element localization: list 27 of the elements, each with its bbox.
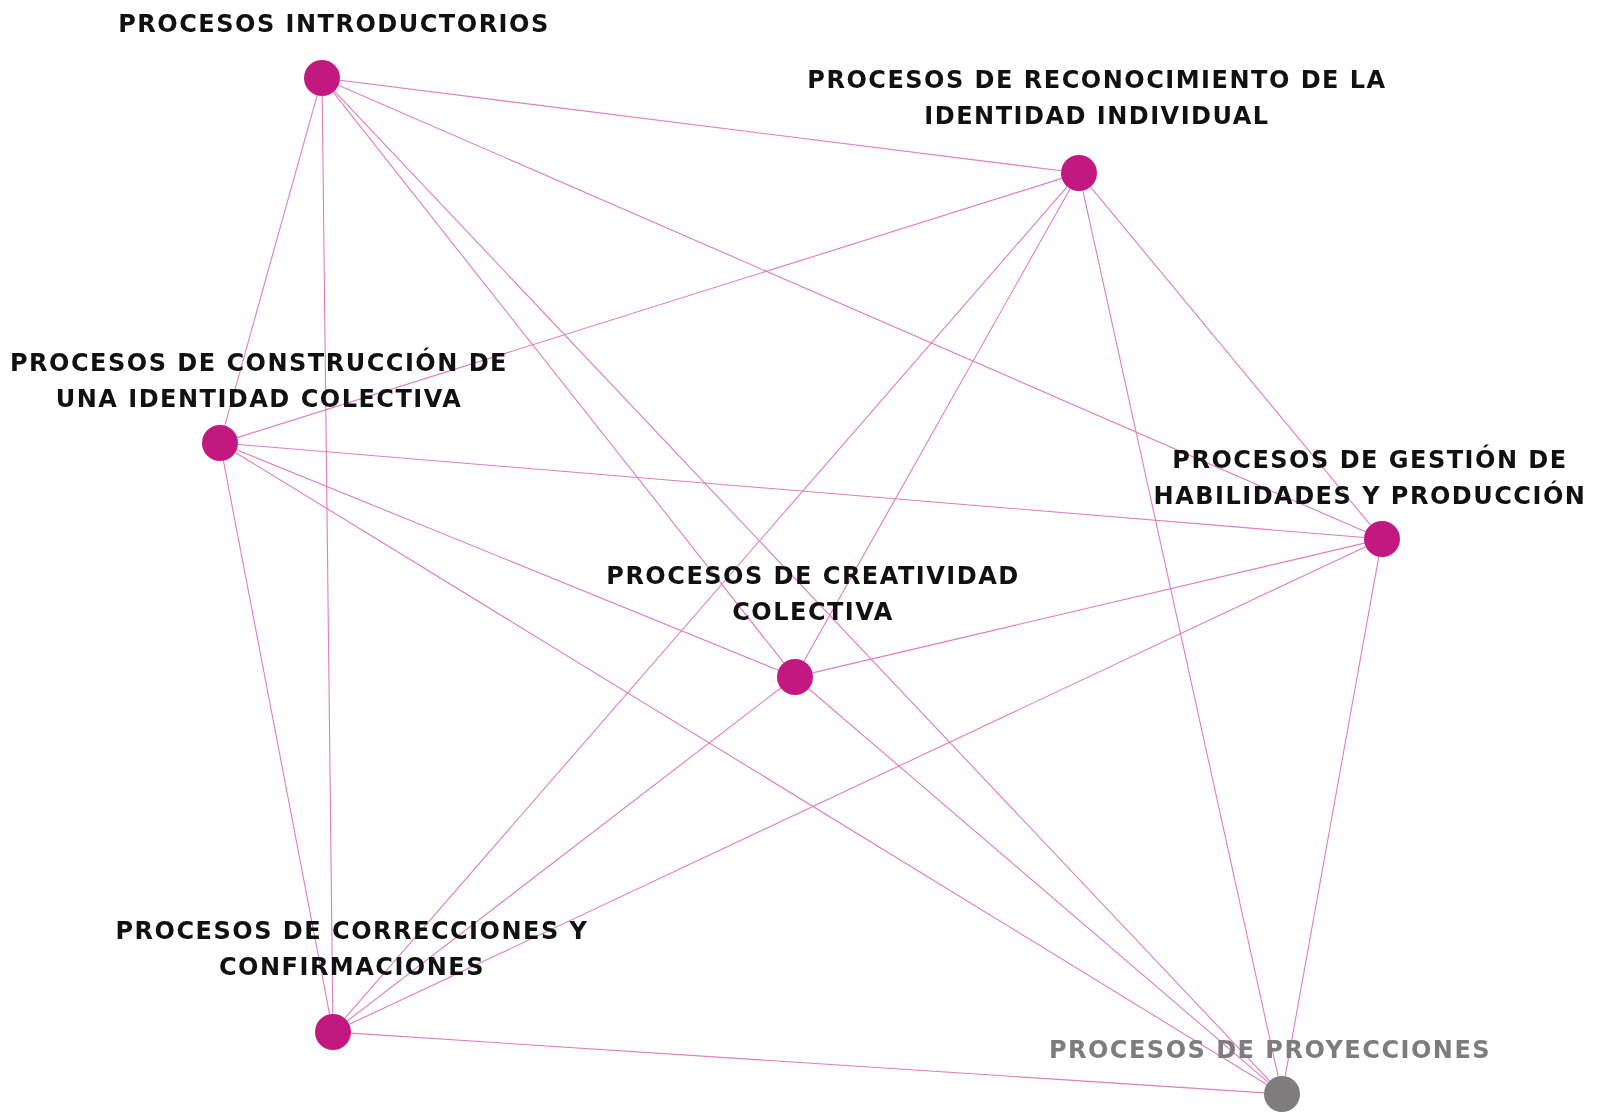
node-label: PROCESOS INTRODUCTORIOS	[117, 9, 551, 40]
connector-line	[350, 1032, 1265, 1094]
connector-line	[1082, 190, 1279, 1077]
connector-line	[344, 186, 1068, 1019]
connector-line	[1089, 186, 1372, 526]
node-label: PROCESOS DE GESTIÓN DE HABILIDADES Y PRODUCCIÓN	[1152, 443, 1588, 512]
connector-line	[236, 177, 1063, 439]
connector-line	[346, 687, 782, 1022]
connector-line	[1284, 556, 1380, 1077]
connector-line	[237, 443, 1365, 539]
connector-line	[224, 94, 318, 427]
connector-line	[332, 91, 785, 664]
connector-line	[337, 84, 1367, 533]
connector-line	[808, 688, 1269, 1083]
connector-line	[333, 90, 1271, 1082]
node-label: PROCESOS DE CONSTRUCCIÓN DE UNA IDENTIDAD COLECTIVA	[9, 346, 509, 415]
connector-line	[321, 95, 334, 1015]
connector-line	[222, 460, 331, 1015]
node-label: PROCESOS DE CORRECCIONES Y CONFIRMACIONES	[114, 916, 590, 983]
connector-line	[339, 79, 1062, 172]
connector-line	[348, 546, 1367, 1025]
connector-line	[234, 451, 1268, 1086]
connector-line	[236, 449, 779, 671]
connector-line	[811, 542, 1366, 674]
node-label: PROCESOS DE RECONOCIMIENTO DE LA IDENTIDAD INDIVIDUAL	[807, 65, 1387, 132]
node-label: PROCESOS DE CREATIVIDAD COLECTIVA	[605, 561, 1021, 628]
connector-line	[803, 188, 1071, 662]
